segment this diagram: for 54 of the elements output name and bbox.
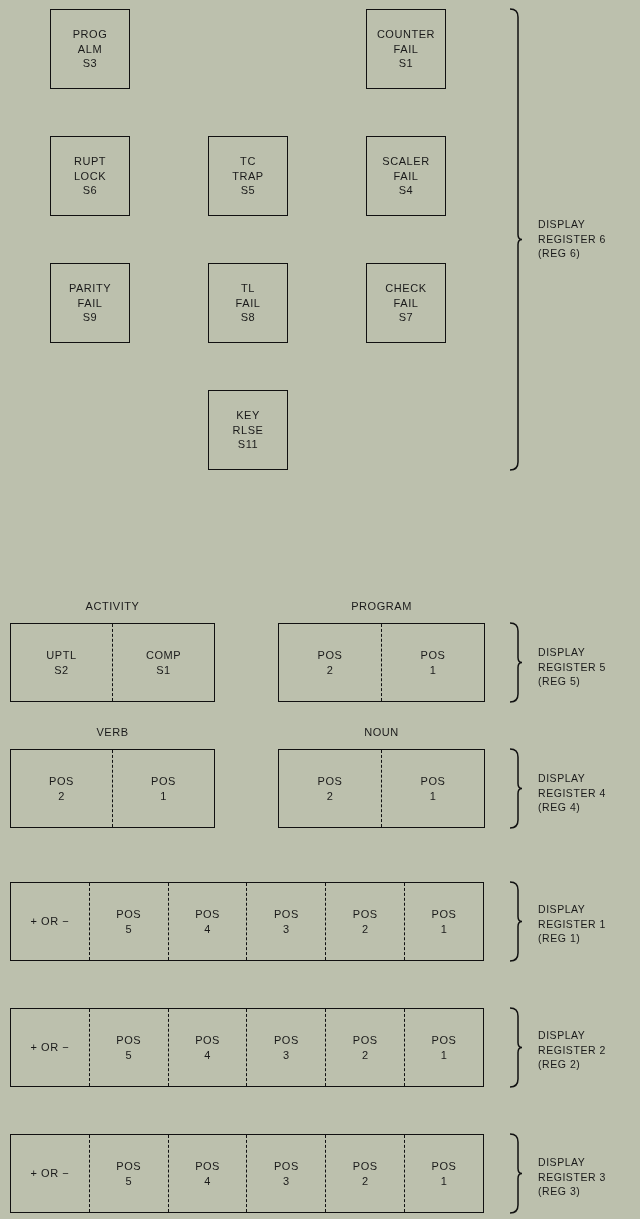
cell-label: POS 4 bbox=[195, 906, 220, 937]
cell-label: TL FAIL S8 bbox=[235, 280, 261, 326]
status-light-box bbox=[366, 263, 446, 343]
cell-label: POS 1 bbox=[431, 1158, 457, 1189]
status-light-box bbox=[208, 390, 288, 470]
cell-label: TC TRAP S5 bbox=[232, 153, 264, 199]
cell-label: + OR − bbox=[30, 1166, 70, 1181]
status-light-box bbox=[50, 263, 130, 343]
register-label: DISPLAY REGISTER 4 (REG 4) bbox=[538, 771, 607, 816]
status-light-box bbox=[208, 136, 288, 216]
register-label: DISPLAY REGISTER 6 (REG 6) bbox=[538, 217, 607, 262]
cell-label: POS 4 bbox=[195, 1032, 220, 1063]
cell-label: UPTL S2 bbox=[46, 647, 77, 678]
display-heading: ACTIVITY bbox=[85, 601, 140, 612]
status-light-box bbox=[50, 9, 130, 89]
cell-label: POS 3 bbox=[273, 906, 299, 937]
cell-label: POS 4 bbox=[195, 1158, 220, 1189]
status-light-box bbox=[366, 9, 446, 89]
cell-label: RUPT LOCK S6 bbox=[73, 153, 107, 199]
cell-label: POS 2 bbox=[317, 647, 343, 678]
cell-label: COMP S1 bbox=[145, 647, 182, 678]
register-label: DISPLAY REGISTER 5 (REG 5) bbox=[538, 645, 607, 690]
cell-label: POS 1 bbox=[431, 1032, 457, 1063]
status-light-box bbox=[50, 136, 130, 216]
display-heading: PROGRAM bbox=[351, 601, 412, 612]
cell-label: PROG ALM S3 bbox=[72, 26, 108, 72]
cell-label: CHECK FAIL S7 bbox=[385, 280, 427, 326]
register-label: DISPLAY REGISTER 3 (REG 3) bbox=[538, 1155, 607, 1200]
register-label: DISPLAY REGISTER 2 (REG 2) bbox=[538, 1028, 607, 1073]
status-light-box bbox=[366, 136, 446, 216]
cell-label: POS 5 bbox=[116, 1032, 142, 1063]
cell-label: + OR − bbox=[30, 1040, 70, 1055]
cell-label: POS 1 bbox=[420, 647, 446, 678]
cell-label: POS 1 bbox=[420, 773, 446, 804]
cell-label: POS 3 bbox=[273, 1158, 299, 1189]
cell-label: POS 5 bbox=[116, 1158, 142, 1189]
cell-label: POS 2 bbox=[352, 1032, 378, 1063]
cell-label: POS 5 bbox=[116, 906, 142, 937]
display-heading: VERB bbox=[96, 727, 129, 738]
cell-label: + OR − bbox=[30, 914, 70, 929]
cell-label: POS 3 bbox=[273, 1032, 299, 1063]
cell-label: POS 2 bbox=[352, 906, 378, 937]
cell-label: POS 1 bbox=[151, 773, 176, 804]
cell-label: SCALER FAIL S4 bbox=[382, 153, 430, 199]
cell-label: POS 2 bbox=[49, 773, 74, 804]
display-heading: NOUN bbox=[364, 727, 399, 738]
cell-label: POS 2 bbox=[352, 1158, 378, 1189]
cell-label: POS 2 bbox=[317, 773, 343, 804]
cell-label: KEY RLSE S11 bbox=[232, 407, 264, 453]
register-label: DISPLAY REGISTER 1 (REG 1) bbox=[538, 902, 607, 947]
cell-label: PARITY FAIL S9 bbox=[68, 280, 112, 326]
status-light-box bbox=[208, 263, 288, 343]
cell-label: COUNTER FAIL S1 bbox=[376, 26, 436, 72]
cell-label: POS 1 bbox=[431, 906, 457, 937]
